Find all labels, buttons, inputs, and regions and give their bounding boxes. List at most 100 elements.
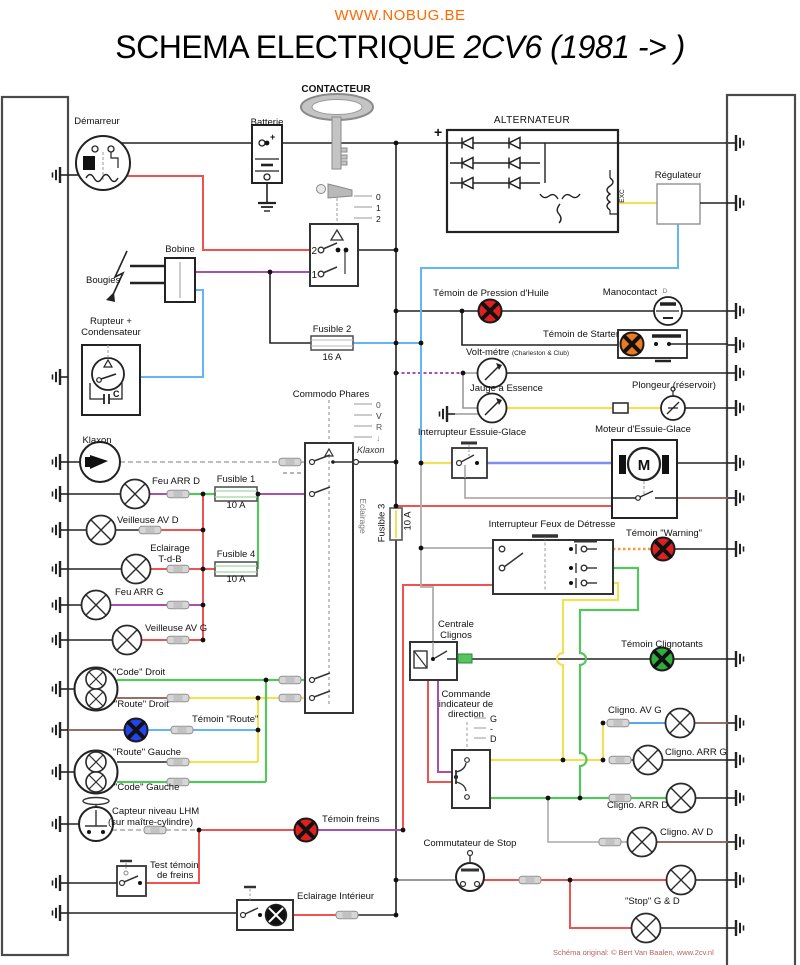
stalk-pos-v: V (376, 411, 382, 421)
front-right-sidelight (85, 514, 117, 546)
label-temoin-pression: Témoin de Pression d'Huile (433, 288, 549, 299)
rear-left-indicator-lamp (632, 744, 664, 776)
label-cligno-arr-g: Cligno. ARR G (665, 747, 727, 758)
label-interrupteur-fd: Interrupteur Feux de Détresse (488, 519, 616, 530)
label-rupteur-1: Rupteur + (90, 316, 132, 327)
label-feu-arr-g: Feu ARR G (115, 587, 164, 598)
label-demarreur: Démarreur (74, 116, 120, 127)
label-voltmetre: Volt-métre (Charleston & Club) (466, 347, 570, 359)
light-stalk-switch (304, 400, 372, 714)
label-test-2: de freins (157, 870, 194, 881)
rear-right-lamp (119, 478, 151, 510)
label-route-gauche: "Route" Gauche (113, 747, 182, 758)
label-commande-1: Commande (441, 689, 491, 700)
label-capteur-2: (sur maître-cylindre) (108, 817, 193, 828)
spark-plugs-coil (106, 250, 196, 303)
wiper-motor-symbol (611, 439, 678, 519)
label-veilleuse-av-d: Veilleuse AV D (117, 515, 179, 526)
horn-symbol (79, 441, 121, 483)
key-pos-2: 2 (376, 214, 381, 224)
voltmeter-gauge (476, 357, 508, 389)
label-interrupteur-eg: Interrupteur Essuie-Glace (417, 427, 527, 438)
title-model: 2CV6 (1981 -> ) (463, 29, 686, 65)
battery-symbol (251, 124, 283, 212)
hazard-switch (492, 534, 614, 595)
label-centrale-2: Clignos (440, 630, 472, 641)
fuse-2 (310, 335, 354, 351)
rear-left-lamp (80, 589, 112, 621)
ignition-switch (309, 223, 359, 287)
interior-light-unit (236, 885, 294, 931)
label-manocontact: Manocontact (602, 287, 658, 298)
regulator-symbol (656, 183, 728, 225)
starter-warning-lamp-box (617, 329, 688, 363)
label-alternateur: ALTERNATEUR (493, 115, 571, 126)
label-cligno-av-d: Cligno. AV D (660, 827, 714, 838)
right-headlight (75, 668, 118, 711)
stalk-pos-0: 0 (376, 400, 381, 410)
label-moteur-eg: Moteur d'Essuie-Glace (595, 424, 691, 435)
fuse-4 (214, 561, 258, 577)
label-eclairage-tdb-2: T-d-B (158, 554, 182, 565)
points-condenser-symbol (81, 344, 141, 416)
label-fusible1-amp: 10 A (226, 500, 246, 511)
label-temoin-clignotants: Témoin Clignotants (621, 639, 703, 650)
label-cligno-arr-d: Cligno. ARR D (607, 800, 669, 811)
brake-fluid-sensor (78, 796, 114, 842)
label-klaxon: Klaxon (82, 435, 112, 446)
label-fusible3-amp: 10 A (402, 511, 414, 531)
turn-pos-g: G (490, 714, 497, 724)
label-fusible1: Fusible 1 (216, 474, 256, 485)
wires-blue (124, 224, 679, 731)
label-commande-3: direction (448, 709, 484, 720)
label-temoin-freins: Témoin freins (322, 814, 380, 825)
label-voltmetre-sub: (Charleston & Club) (511, 350, 570, 357)
label-route-droit: "Route" Droit (114, 699, 169, 710)
front-left-indicator-lamp (664, 707, 696, 739)
starter-motor-symbol (75, 135, 131, 191)
label-temoin-warning: Témoin "Warning" (625, 528, 703, 539)
ignition-key-icon (300, 93, 374, 222)
copyright-credit: Schéma original: © Bert Van Baalen, www.… (553, 948, 714, 957)
label-eclairage-rotated: Eclairage (357, 498, 368, 534)
site-url: WWW.NOBUG.BE (334, 7, 466, 24)
label-klaxon-stalk: Klaxon (357, 445, 385, 455)
label-fusible4-amp: 10 A (226, 574, 246, 585)
left-headlight (75, 751, 118, 794)
stalk-pos-arrow: ↓ (376, 433, 380, 443)
fuel-sender-symbol (612, 386, 686, 421)
label-temoin-starter: Témoin de Starter (542, 329, 620, 340)
alt-plus-sign: + (434, 124, 442, 140)
stop-lamp-left (630, 912, 662, 944)
label-centrale-1: Centrale (438, 619, 474, 630)
fuse-3 (389, 507, 403, 541)
label-voltmetre-main: Volt-métre (466, 347, 510, 358)
wires-yellow (189, 201, 661, 764)
fuse-1 (214, 486, 258, 502)
rear-right-indicator-lamp (665, 782, 697, 814)
key-pos-1: 1 (376, 203, 381, 213)
label-eclairage-interieur: Eclairage Intérieur (297, 891, 375, 902)
wires-green (117, 492, 666, 800)
oil-pressure-warning-lamp (476, 297, 504, 325)
label-fusible3: Fusible 3 (376, 503, 388, 543)
alternator-symbol (445, 128, 620, 234)
brake-test-switch (116, 859, 147, 897)
wiper-switch (451, 441, 488, 479)
label-bougies: Bougies (86, 275, 121, 286)
label-temoin-route: Témoin "Route" (192, 714, 259, 725)
title-main: SCHEMA ELECTRIQUE (115, 29, 456, 65)
battery-plus-sign: + (270, 132, 275, 142)
manocontact-symbol (653, 296, 683, 326)
key-pos-0: 0 (376, 192, 381, 202)
label-rupteur-2: Condensateur (81, 327, 141, 338)
label-veilleuse-av-g: Veilleuse AV G (145, 623, 208, 634)
hazard-warning-lamp (649, 535, 677, 563)
label-stop-gd: "Stop" G & D (625, 896, 680, 907)
high-beam-indicator-lamp (122, 716, 150, 744)
label-feu-arr-d: Feu ARR D (152, 476, 201, 487)
label-plongeur: Plongeur (réservoir) (632, 380, 716, 391)
switch-pos-1: 1 (311, 270, 317, 281)
